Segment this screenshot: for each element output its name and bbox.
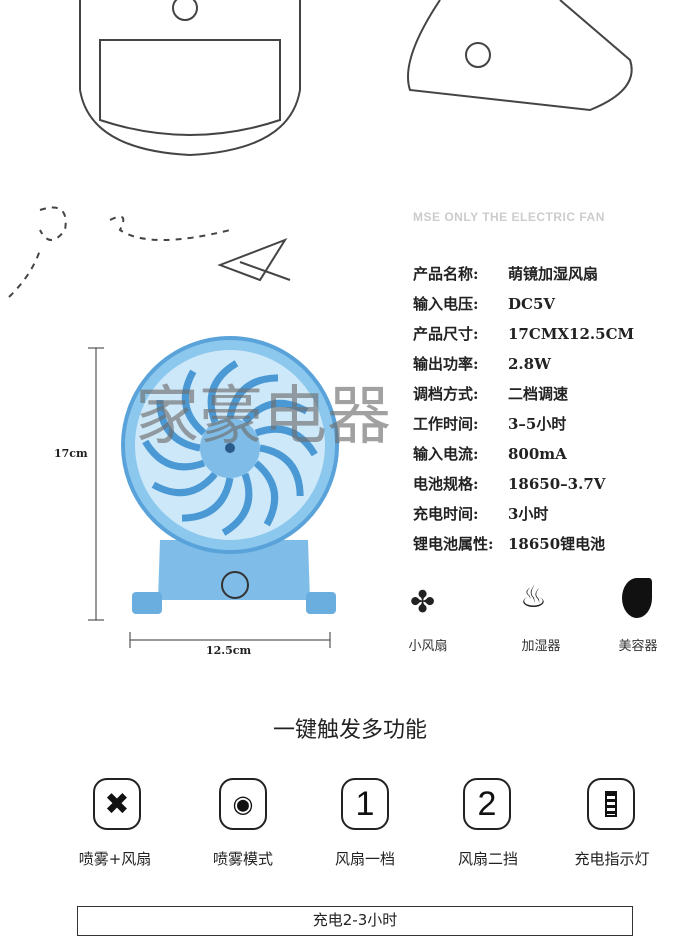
spec-key: 锂电池属性: [413,535,494,553]
battery-icon [605,791,617,817]
spec-key: 输出功率: [413,355,479,373]
fan-blade [207,360,239,424]
spec-value: 18650–3.7V [508,475,606,493]
spec-key: 工作时间: [413,415,479,433]
spec-row: 电池规格: 18650–3.7V [413,473,605,494]
spec-value: 800mA [508,445,567,463]
spec-row: 产品尺寸: 17CMX12.5CM [413,323,634,344]
watermark: 家豪电器 [135,380,391,454]
spec-key: 产品名称: [413,265,479,283]
fan-blade [259,444,304,497]
spec-value: 17CMX12.5CM [508,325,635,343]
charge-indicator-button [587,778,635,830]
fan-blade [242,399,309,425]
spec-value: 3小时 [508,505,549,523]
spec-value: 二档调速 [508,385,569,403]
spec-row: 充电时间: 3小时 [413,503,548,524]
humidifier-icon: ♨ [520,580,547,615]
spec-key: 调档方式: [413,385,479,403]
spec-value: 萌镜加湿风扇 [508,265,599,283]
spec-value: DC5V [508,295,556,313]
spec-key: 充电时间: [413,505,479,523]
fan-product-image [88,336,339,648]
spec-value: 18650锂电池 [508,535,606,553]
button-label: 充电指示灯 [574,850,650,868]
fan-blade [226,374,279,419]
mist-icon: ◉ [232,790,254,818]
button-label: 喷雾+风扇 [78,850,152,868]
header-tagline: MSE ONLY THE ELECTRIC FAN [413,210,605,224]
fan-blade [151,471,218,497]
fan-icon: ✤ [410,585,436,620]
fan-speed-2-button: 2 [463,778,511,830]
width-dimension: 12.5cm [206,644,252,657]
spec-key: 输入电压: [413,295,479,313]
spec-row: 工作时间: 3–5小时 [413,413,566,434]
spec-row: 输出功率: 2.8W [413,353,551,374]
face-icon [622,578,652,618]
spec-row: 调档方式: 二档调速 [413,383,568,404]
feature-label: 小风扇 [408,639,448,654]
mist-fan-button: ✖ [93,778,141,830]
fan-speed-1-button: 1 [341,778,389,830]
fan-blade [253,460,279,527]
spec-value: 3–5小时 [508,415,567,433]
spec-key: 电池规格: [413,475,479,493]
button-label: 风扇二挡 [457,850,518,868]
feature-label: 加湿器 [521,639,561,654]
fan-blade [156,399,201,452]
charge-time-box: 充电2-3小时 [77,906,633,936]
spec-value: 2.8W [508,355,551,373]
sketch-illustrations [4,0,633,300]
height-dimension: 17cm [54,447,88,460]
fan-blade [142,439,206,471]
spec-row: 产品名称: 萌镜加湿风扇 [413,263,598,284]
spec-row: 锂电池属性: 18650锂电池 [413,533,605,554]
spec-key: 产品尺寸: [413,325,479,343]
fan-blade [181,477,234,522]
spec-row: 输入电流: 800mA [413,443,567,464]
fan-blade [254,425,318,457]
button-label: 风扇一档 [334,850,395,868]
fan-blade [221,472,253,536]
fan-blade [181,369,207,436]
feature-label: 美容器 [618,639,658,654]
spec-row: 输入电压: DC5V [413,293,555,314]
button-label: 喷雾模式 [212,850,273,868]
mist-button: ◉ [219,778,267,830]
spec-key: 输入电流: [413,445,479,463]
mist-fan-icon: ✖ [104,787,130,821]
section-title: 一键触发多功能 [272,718,427,743]
